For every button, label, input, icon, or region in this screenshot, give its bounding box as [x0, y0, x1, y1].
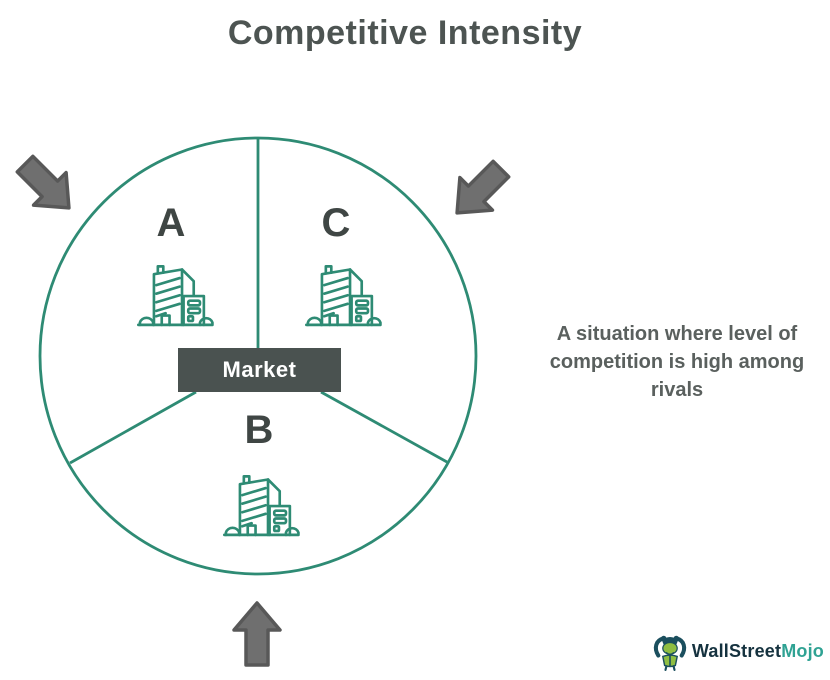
competitor-a-label: A: [156, 201, 186, 245]
page-title: Competitive Intensity: [227, 14, 583, 52]
logo-text-wallstreet: WallStreet: [691, 640, 782, 661]
building-icon-competitor-c: [305, 265, 382, 327]
wallstreetmojo-logo: WallStreetMojo: [652, 630, 824, 672]
logo-text: WallStreetMojo: [692, 641, 824, 662]
building-icon-competitor-a: [137, 265, 214, 327]
competitor-b-label: B: [244, 408, 274, 452]
building-icon-competitor-b: [223, 475, 300, 537]
market-label: Market: [178, 348, 341, 392]
wallstreetmojo-mascot-icon: [653, 635, 686, 671]
pressure-arrow-top-left: [7, 146, 87, 226]
competitor-c-label: C: [321, 201, 351, 245]
pressure-arrow-top-right: [439, 151, 519, 231]
logo-text-mojo: Mojo: [781, 640, 824, 661]
pressure-arrow-bottom: [232, 601, 282, 667]
description-text: A situation where level of competition i…: [549, 323, 805, 401]
segment-divider-lines: [69, 138, 448, 465]
